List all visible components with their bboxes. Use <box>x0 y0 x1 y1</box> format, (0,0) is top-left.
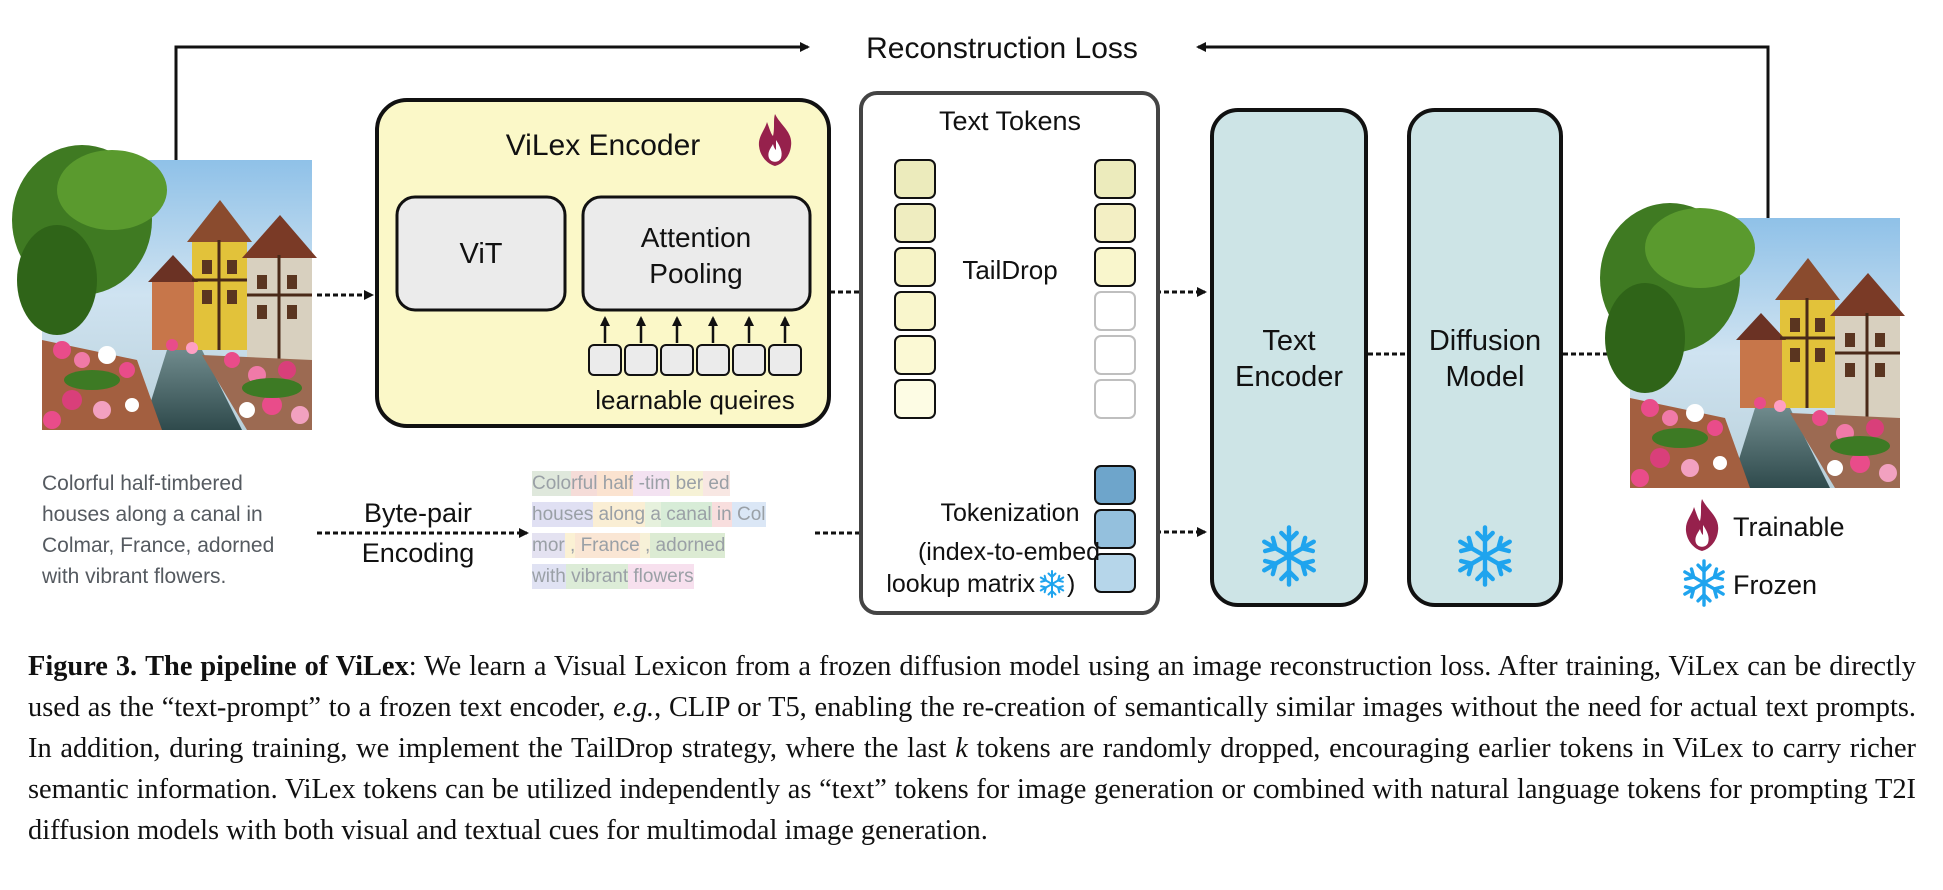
bpe-line: Colorful half -tim ber ed <box>532 468 822 499</box>
caption-title: The pipeline of ViLex <box>145 651 409 682</box>
reconstruction-loss-label: Reconstruction Loss <box>866 32 1138 65</box>
bpe-line: mor , France , adorned <box>532 530 822 561</box>
vilex-token-column <box>894 159 936 419</box>
prompt-line: Colmar, France, adorned <box>42 534 275 557</box>
prompt-line: houses along a canal in <box>42 503 263 526</box>
legend-frozen: Frozen <box>1733 570 1817 600</box>
caption-k: k <box>955 733 968 764</box>
query-arrows <box>600 316 790 343</box>
lookup-label-2: lookup matrix <box>886 570 1035 598</box>
bpe-token: Col <box>731 502 766 527</box>
caption-eg: e.g. <box>613 692 655 723</box>
vilex-encoder-title: ViLex Encoder <box>506 129 701 162</box>
bpe-token: ed <box>703 471 730 496</box>
bpe-token: a <box>645 502 661 527</box>
bpe-token: half <box>597 471 634 496</box>
learnable-queries <box>588 344 802 376</box>
taildrop-token-column <box>1094 159 1136 419</box>
bpe-line: with vibrant flowers <box>532 561 822 592</box>
bpe-token: -tim <box>633 471 671 496</box>
bpe-token: in <box>711 502 732 527</box>
text-prompt: Colorful half-timbered houses along a ca… <box>42 468 332 592</box>
reconstruction-loss-loop: Reconstruction Loss <box>174 32 1770 218</box>
caption-text: , CLIP or T5, enabling the re-creation o… <box>28 692 1916 764</box>
legend: Trainable Frozen <box>1683 499 1845 607</box>
vilex-encoder: ViLex Encoder ViT Attention Pooling lear… <box>375 98 831 428</box>
text-encoder: Text Encoder <box>1210 108 1368 607</box>
text-encoder-label-1: Text <box>1262 325 1315 357</box>
bpe-token: ber <box>670 471 704 496</box>
bpe-line: houses along a canal in Col <box>532 499 822 530</box>
diffusion-label-1: Diffusion <box>1429 325 1541 357</box>
trainable-flame-icon <box>1685 499 1719 551</box>
lookup-label-1: (index-to-embed <box>918 538 1100 566</box>
text-tokens-panel: Text Tokens TailDrop Tokenization (index… <box>859 91 1160 615</box>
bpe-token: , <box>564 533 576 558</box>
lookup-label-3: ) <box>1067 570 1075 598</box>
bpe-token: Colo <box>532 471 572 496</box>
bpe-token: mor <box>532 533 565 558</box>
figure-caption: Figure 3. The pipeline of ViLex: We lear… <box>28 646 1916 851</box>
bpe-token: with <box>532 564 566 589</box>
vit-block <box>395 195 567 312</box>
bpe-token: along <box>593 502 646 527</box>
bpe-label-1: Byte-pair <box>364 498 472 528</box>
legend-trainable: Trainable <box>1733 512 1845 542</box>
pooling-label: Pooling <box>649 258 742 289</box>
diffusion-label-2: Model <box>1446 361 1525 393</box>
prompt-line: with vibrant flowers. <box>42 565 227 588</box>
output-image <box>1598 201 1907 490</box>
text-encoder-label-2: Encoder <box>1235 361 1343 393</box>
bpe-label-2: Encoding <box>362 538 475 568</box>
learnable-queries-label: learnable queires <box>595 385 794 415</box>
caption-text: tokens are randomly dropped, encouraging… <box>28 733 1916 846</box>
attention-label: Attention <box>641 222 752 253</box>
text-tokens-title: Text Tokens <box>939 106 1081 136</box>
bpe-token: France <box>575 533 640 558</box>
text-embedding-column <box>1094 465 1136 593</box>
prompt-line: Colorful half-timbered <box>42 472 243 495</box>
bpe-token: , <box>639 533 651 558</box>
vit-label: ViT <box>460 238 503 270</box>
bpe-token: flowers <box>628 564 694 589</box>
bpe-token: rful <box>571 471 598 496</box>
tokenization-label: Tokenization <box>941 499 1080 527</box>
bpe-token: vibrant <box>565 564 629 589</box>
input-image <box>10 143 319 432</box>
attention-pooling-block <box>581 195 812 312</box>
bpe-token: canal <box>660 502 712 527</box>
diffusion-model: Diffusion Model <box>1407 108 1563 607</box>
caption-text: : We learn a Visual Lexicon from a froze… <box>28 651 1916 723</box>
taildrop-label: TailDrop <box>962 255 1057 285</box>
caption-label: Figure 3. <box>28 651 138 682</box>
bpe-token: houses <box>532 502 594 527</box>
bpe-token: adorned <box>650 533 726 558</box>
pipeline-diagram: Reconstruction Loss ViLex Encoder ViT At… <box>10 32 1907 615</box>
frozen-snowflake-icon <box>1683 559 1725 607</box>
